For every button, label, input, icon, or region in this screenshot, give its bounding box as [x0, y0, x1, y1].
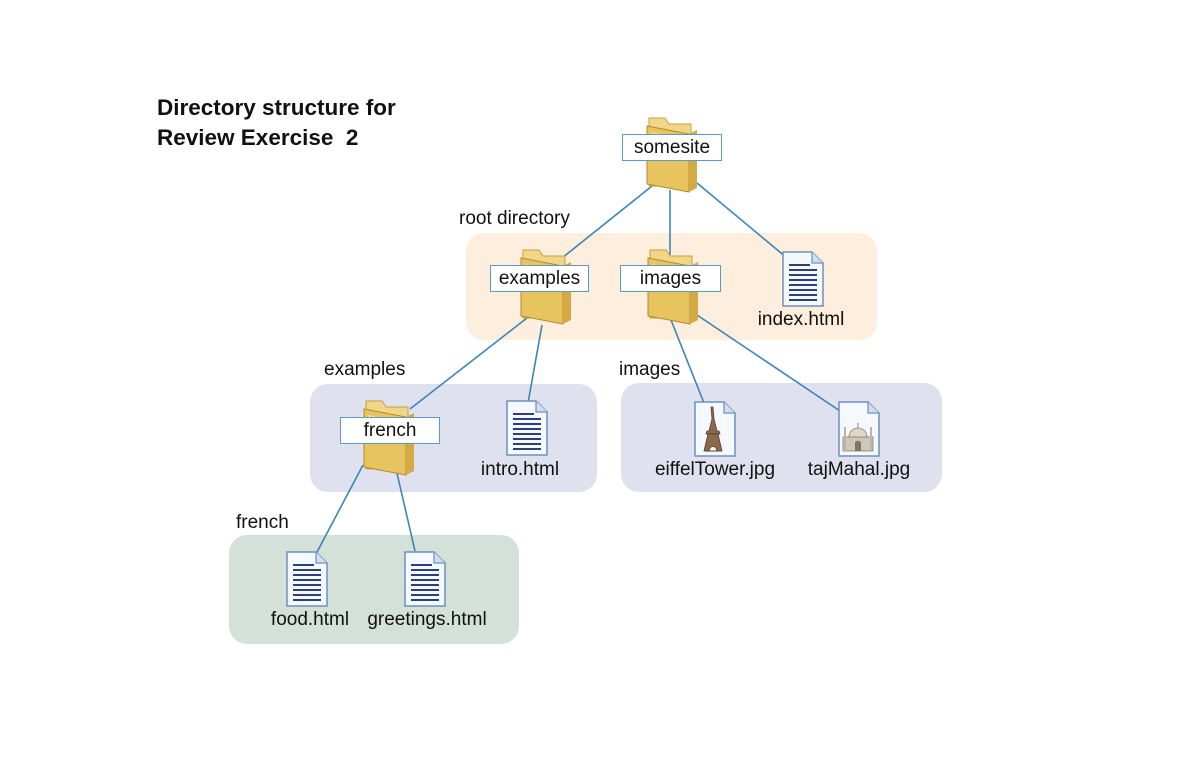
file-label-taj: tajMahal.jpg	[807, 459, 911, 480]
folder-label-examples: examples	[490, 265, 589, 292]
french-group-label: french	[236, 512, 289, 533]
title-line-1: Directory structure for	[157, 95, 396, 120]
food-html-file-icon[interactable]	[284, 551, 328, 607]
diagram-title: Directory structure for Review Exercise …	[157, 93, 396, 153]
eiffel-tower-image-icon[interactable]	[692, 401, 736, 457]
file-label-intro: intro.html	[480, 459, 560, 480]
folder-label-images: images	[620, 265, 721, 292]
french-group	[229, 535, 519, 644]
examples-group-label: examples	[324, 359, 406, 380]
file-label-index: index.html	[757, 309, 845, 330]
images-group-label: images	[619, 359, 681, 380]
root-directory-label: root directory	[459, 208, 570, 229]
file-label-food: food.html	[270, 609, 350, 630]
title-line-2: Review Exercise 2	[157, 125, 359, 150]
file-label-eiffel: eiffelTower.jpg	[654, 459, 776, 480]
file-label-greetings: greetings.html	[367, 609, 487, 630]
greetings-html-file-icon[interactable]	[402, 551, 446, 607]
taj-mahal-image-icon[interactable]	[836, 401, 880, 457]
intro-html-file-icon[interactable]	[504, 400, 548, 456]
folder-label-french: french	[340, 417, 440, 444]
folder-label-somesite: somesite	[622, 134, 722, 161]
index-html-file-icon[interactable]	[780, 251, 824, 307]
